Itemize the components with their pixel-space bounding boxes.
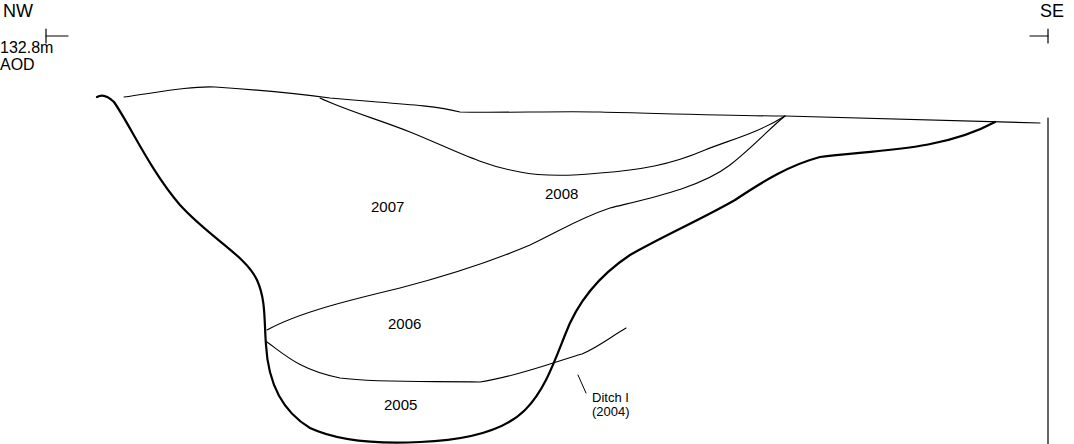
orientation-label: SE: [1040, 2, 1064, 21]
context-number: 2006: [388, 316, 421, 332]
ditch-cut: [97, 96, 995, 443]
context-number: 2007: [371, 199, 404, 215]
layer-boundary: [320, 98, 785, 175]
context-number: 2008: [545, 186, 578, 202]
ground-surface: [124, 87, 1040, 123]
feature-label: Ditch I (2004): [592, 391, 654, 418]
orientation-label: NW: [3, 2, 33, 21]
leader-line: [578, 375, 586, 393]
context-number: 2005: [384, 397, 417, 413]
layer-boundary: [267, 116, 785, 330]
datum-label: 132.8m AOD: [0, 40, 62, 74]
layer-boundary: [267, 328, 626, 382]
frame-line: [1047, 118, 1048, 444]
datum-tick: [1030, 35, 1048, 36]
datum-tick: [1047, 29, 1048, 43]
datum-tick: [46, 35, 68, 36]
